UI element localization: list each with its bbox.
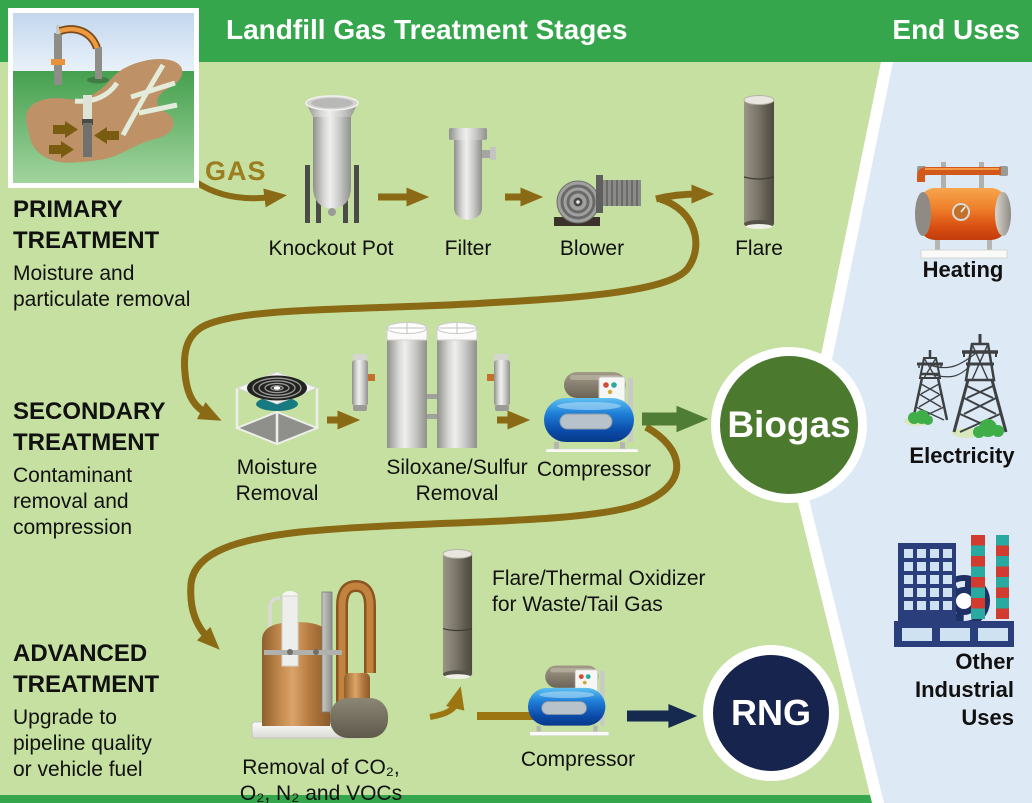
- blower-label: Blower: [559, 237, 625, 260]
- boiler-heating-icon: [913, 158, 1015, 265]
- flare-label: Flare: [735, 237, 783, 260]
- filter-label: Filter: [444, 237, 492, 260]
- flare-stack-icon: [742, 95, 776, 234]
- stage-advanced: ADVANCED TREATMENT Upgrade to pipeline q…: [13, 638, 159, 783]
- end-uses-heading: End Uses: [892, 14, 1020, 45]
- knockout-pot-label: Knockout Pot: [268, 237, 394, 260]
- stage-advanced-desc-line1: Upgrade to: [13, 706, 117, 729]
- transmission-towers-icon: [900, 328, 1015, 448]
- knockout-pot-icon: [301, 95, 363, 233]
- landfill-gas-wells-icon: [8, 8, 199, 188]
- stage-secondary-desc-line3: compression: [13, 516, 133, 539]
- biogas-node: Biogas: [711, 347, 867, 503]
- stage-secondary: SECONDARY TREATMENT Contaminant removal …: [13, 396, 165, 541]
- bottom-accent-strip: [0, 795, 1032, 803]
- stage-secondary-title-line2: TREATMENT: [13, 429, 160, 456]
- compressor2-label: Compressor: [520, 748, 636, 771]
- other-industrial-label: Other Industrial Uses: [914, 649, 1014, 730]
- stage-secondary-desc-line1: Contaminant: [13, 464, 133, 487]
- filter-vessel-icon: [449, 128, 497, 231]
- co2-removal-plant-icon: [250, 578, 390, 748]
- stage-advanced-desc-line2: pipeline quality: [13, 732, 152, 755]
- stage-advanced-desc-line3: or vehicle fuel: [13, 758, 143, 781]
- co2-removal-label: Removal of CO₂, O₂, N₂ and VOCs: [239, 756, 403, 803]
- rng-node: RNG: [703, 645, 839, 781]
- stage-primary: PRIMARY TREATMENT Moisture and particula…: [13, 194, 190, 313]
- stage-primary-title-line2: TREATMENT: [13, 227, 160, 254]
- blower-icon: [552, 172, 644, 233]
- stage-secondary-desc-line2: removal and: [13, 490, 129, 513]
- stage-primary-desc-line1: Moisture and: [13, 262, 135, 285]
- stage-advanced-title-line2: TREATMENT: [13, 671, 160, 698]
- thermal-oxidizer-label: Flare/Thermal Oxidizer for Waste/Tail Ga…: [492, 567, 706, 616]
- siloxane-sulfur-label: Siloxane/Sulfur Removal: [386, 456, 528, 505]
- gas-label: GAS: [205, 156, 267, 186]
- rng-label: RNG: [731, 692, 811, 733]
- electricity-label: Electricity: [909, 443, 1015, 468]
- compressor-icon: [544, 370, 644, 457]
- stage-primary-desc-line2: particulate removal: [13, 288, 191, 311]
- siloxane-sulfur-towers-icon: [352, 316, 510, 457]
- compressor-icon: [528, 662, 614, 741]
- moisture-removal-chiller-icon: [234, 370, 320, 455]
- heating-label: Heating: [922, 257, 1004, 282]
- compressor-label: Compressor: [536, 458, 652, 481]
- stage-secondary-title-line1: SECONDARY: [13, 398, 166, 425]
- biogas-label: Biogas: [727, 404, 851, 445]
- stage-primary-title-line1: PRIMARY: [13, 196, 123, 223]
- factory-icon: [894, 527, 1016, 654]
- page-title: Landfill Gas Treatment Stages: [226, 14, 628, 45]
- stage-advanced-title-line1: ADVANCED: [13, 640, 148, 667]
- thermal-oxidizer-flare-icon: [441, 548, 474, 685]
- moisture-removal-label: Moisture Removal: [235, 456, 319, 505]
